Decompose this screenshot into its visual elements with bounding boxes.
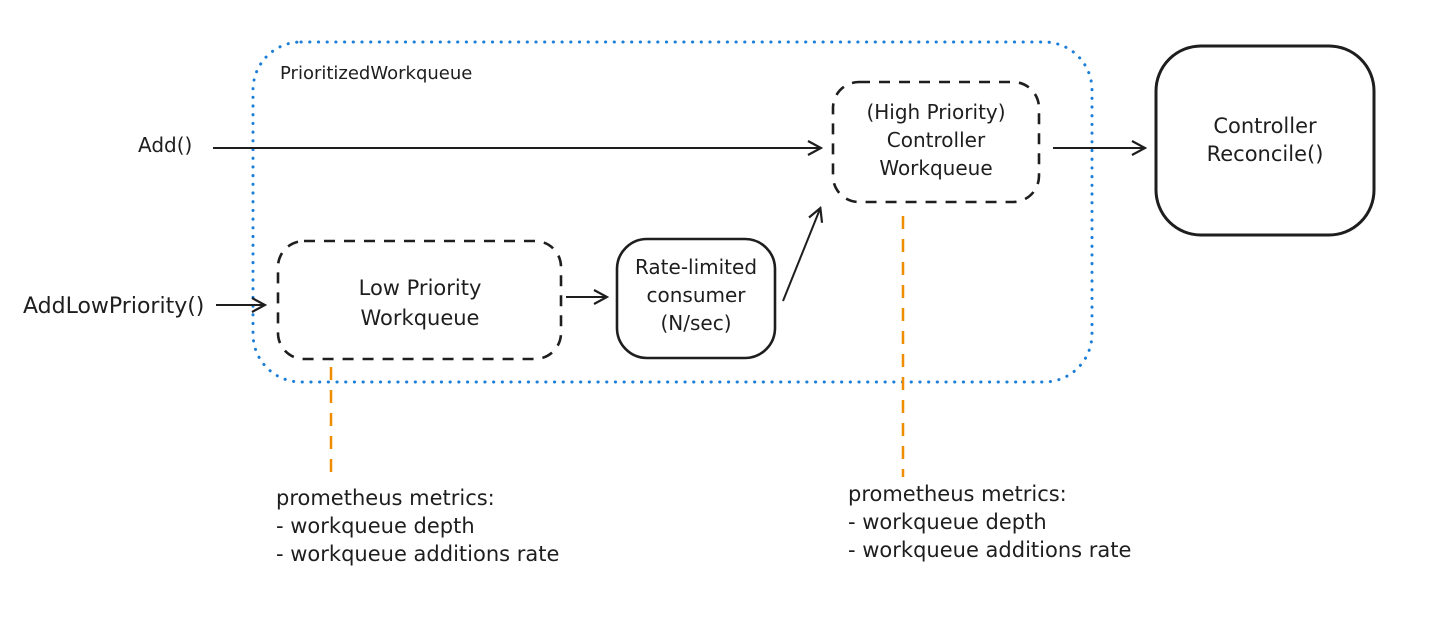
high-priority-workqueue-box <box>831 80 1041 204</box>
metrics-left-line-1: prometheus metrics: <box>276 486 495 510</box>
prioritized-workqueue-container <box>251 40 1094 384</box>
node-rate-limited-consumer: Rate-limited consumer (N/sec) <box>615 237 777 360</box>
high-priority-line-3: Workqueue <box>879 156 992 180</box>
rate-limited-line-2: consumer <box>646 283 746 307</box>
controller-reconcile-box <box>1154 44 1376 237</box>
container-label: PrioritizedWorkqueue <box>280 63 472 84</box>
metrics-right-line-1: prometheus metrics: <box>848 482 1067 506</box>
metrics-left-line-2: - workqueue depth <box>276 514 475 538</box>
add-label: Add() <box>138 133 192 157</box>
rate-limited-line-1: Rate-limited <box>635 255 757 279</box>
controller-reconcile-line-2: Reconcile() <box>1207 142 1324 166</box>
metrics-right-line-2: - workqueue depth <box>848 510 1047 534</box>
rate-limited-consumer-box <box>615 237 777 360</box>
rate-limited-line-3: (N/sec) <box>660 311 731 335</box>
node-controller-reconcile: Controller Reconcile() <box>1154 44 1376 237</box>
metrics-right: prometheus metrics: - workqueue depth - … <box>848 482 1131 562</box>
low-priority-line-2: Workqueue <box>361 306 480 330</box>
controller-reconcile-line-1: Controller <box>1213 114 1317 138</box>
metrics-left-line-3: - workqueue additions rate <box>276 542 559 566</box>
high-priority-line-2: Controller <box>887 128 986 152</box>
add-low-priority-label: AddLowPriority() <box>23 294 204 319</box>
high-priority-line-1: (High Priority) <box>866 100 1005 124</box>
node-high-priority-workqueue: (High Priority) Controller Workqueue <box>831 80 1041 204</box>
node-low-priority-workqueue: Low Priority Workqueue <box>276 239 563 361</box>
metrics-right-line-3: - workqueue additions rate <box>848 538 1131 562</box>
low-priority-workqueue-box <box>276 239 563 361</box>
low-priority-line-1: Low Priority <box>359 276 482 300</box>
edge-rate-limited-to-high-priority <box>782 209 820 302</box>
metrics-left: prometheus metrics: - workqueue depth - … <box>276 486 559 566</box>
